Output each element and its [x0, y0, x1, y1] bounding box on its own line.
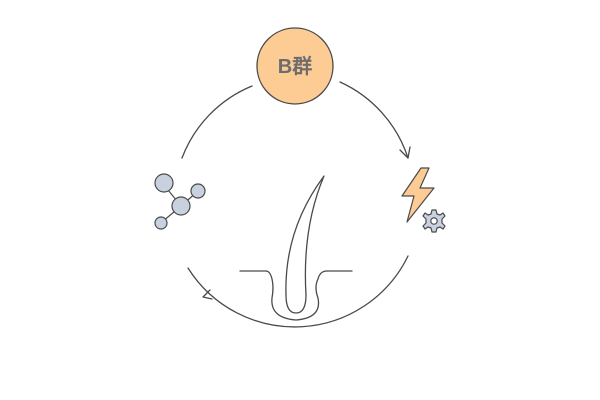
- follicle-outline: [265, 270, 328, 321]
- gear-icon: [422, 209, 446, 233]
- arc-bottom: [187, 255, 409, 328]
- b-group-circle: [256, 27, 334, 105]
- b-group-badge: B群: [256, 27, 334, 105]
- cycle-arcs: [181, 81, 409, 328]
- follicle-inner: [285, 294, 307, 314]
- arc-left-top: [181, 85, 253, 159]
- lightning-icon: [401, 167, 435, 223]
- hair-shaft: [285, 175, 325, 296]
- molecule-icon: [154, 173, 206, 230]
- lightning-gear-icon: [401, 167, 446, 233]
- arc-right-top: [339, 81, 409, 159]
- arrowhead-right: [399, 146, 411, 159]
- hair-follicle-icon: [239, 175, 353, 321]
- arrowheads: [202, 146, 411, 300]
- arrowhead-bottom-left: [202, 289, 213, 300]
- b-group-label: B群: [278, 54, 312, 78]
